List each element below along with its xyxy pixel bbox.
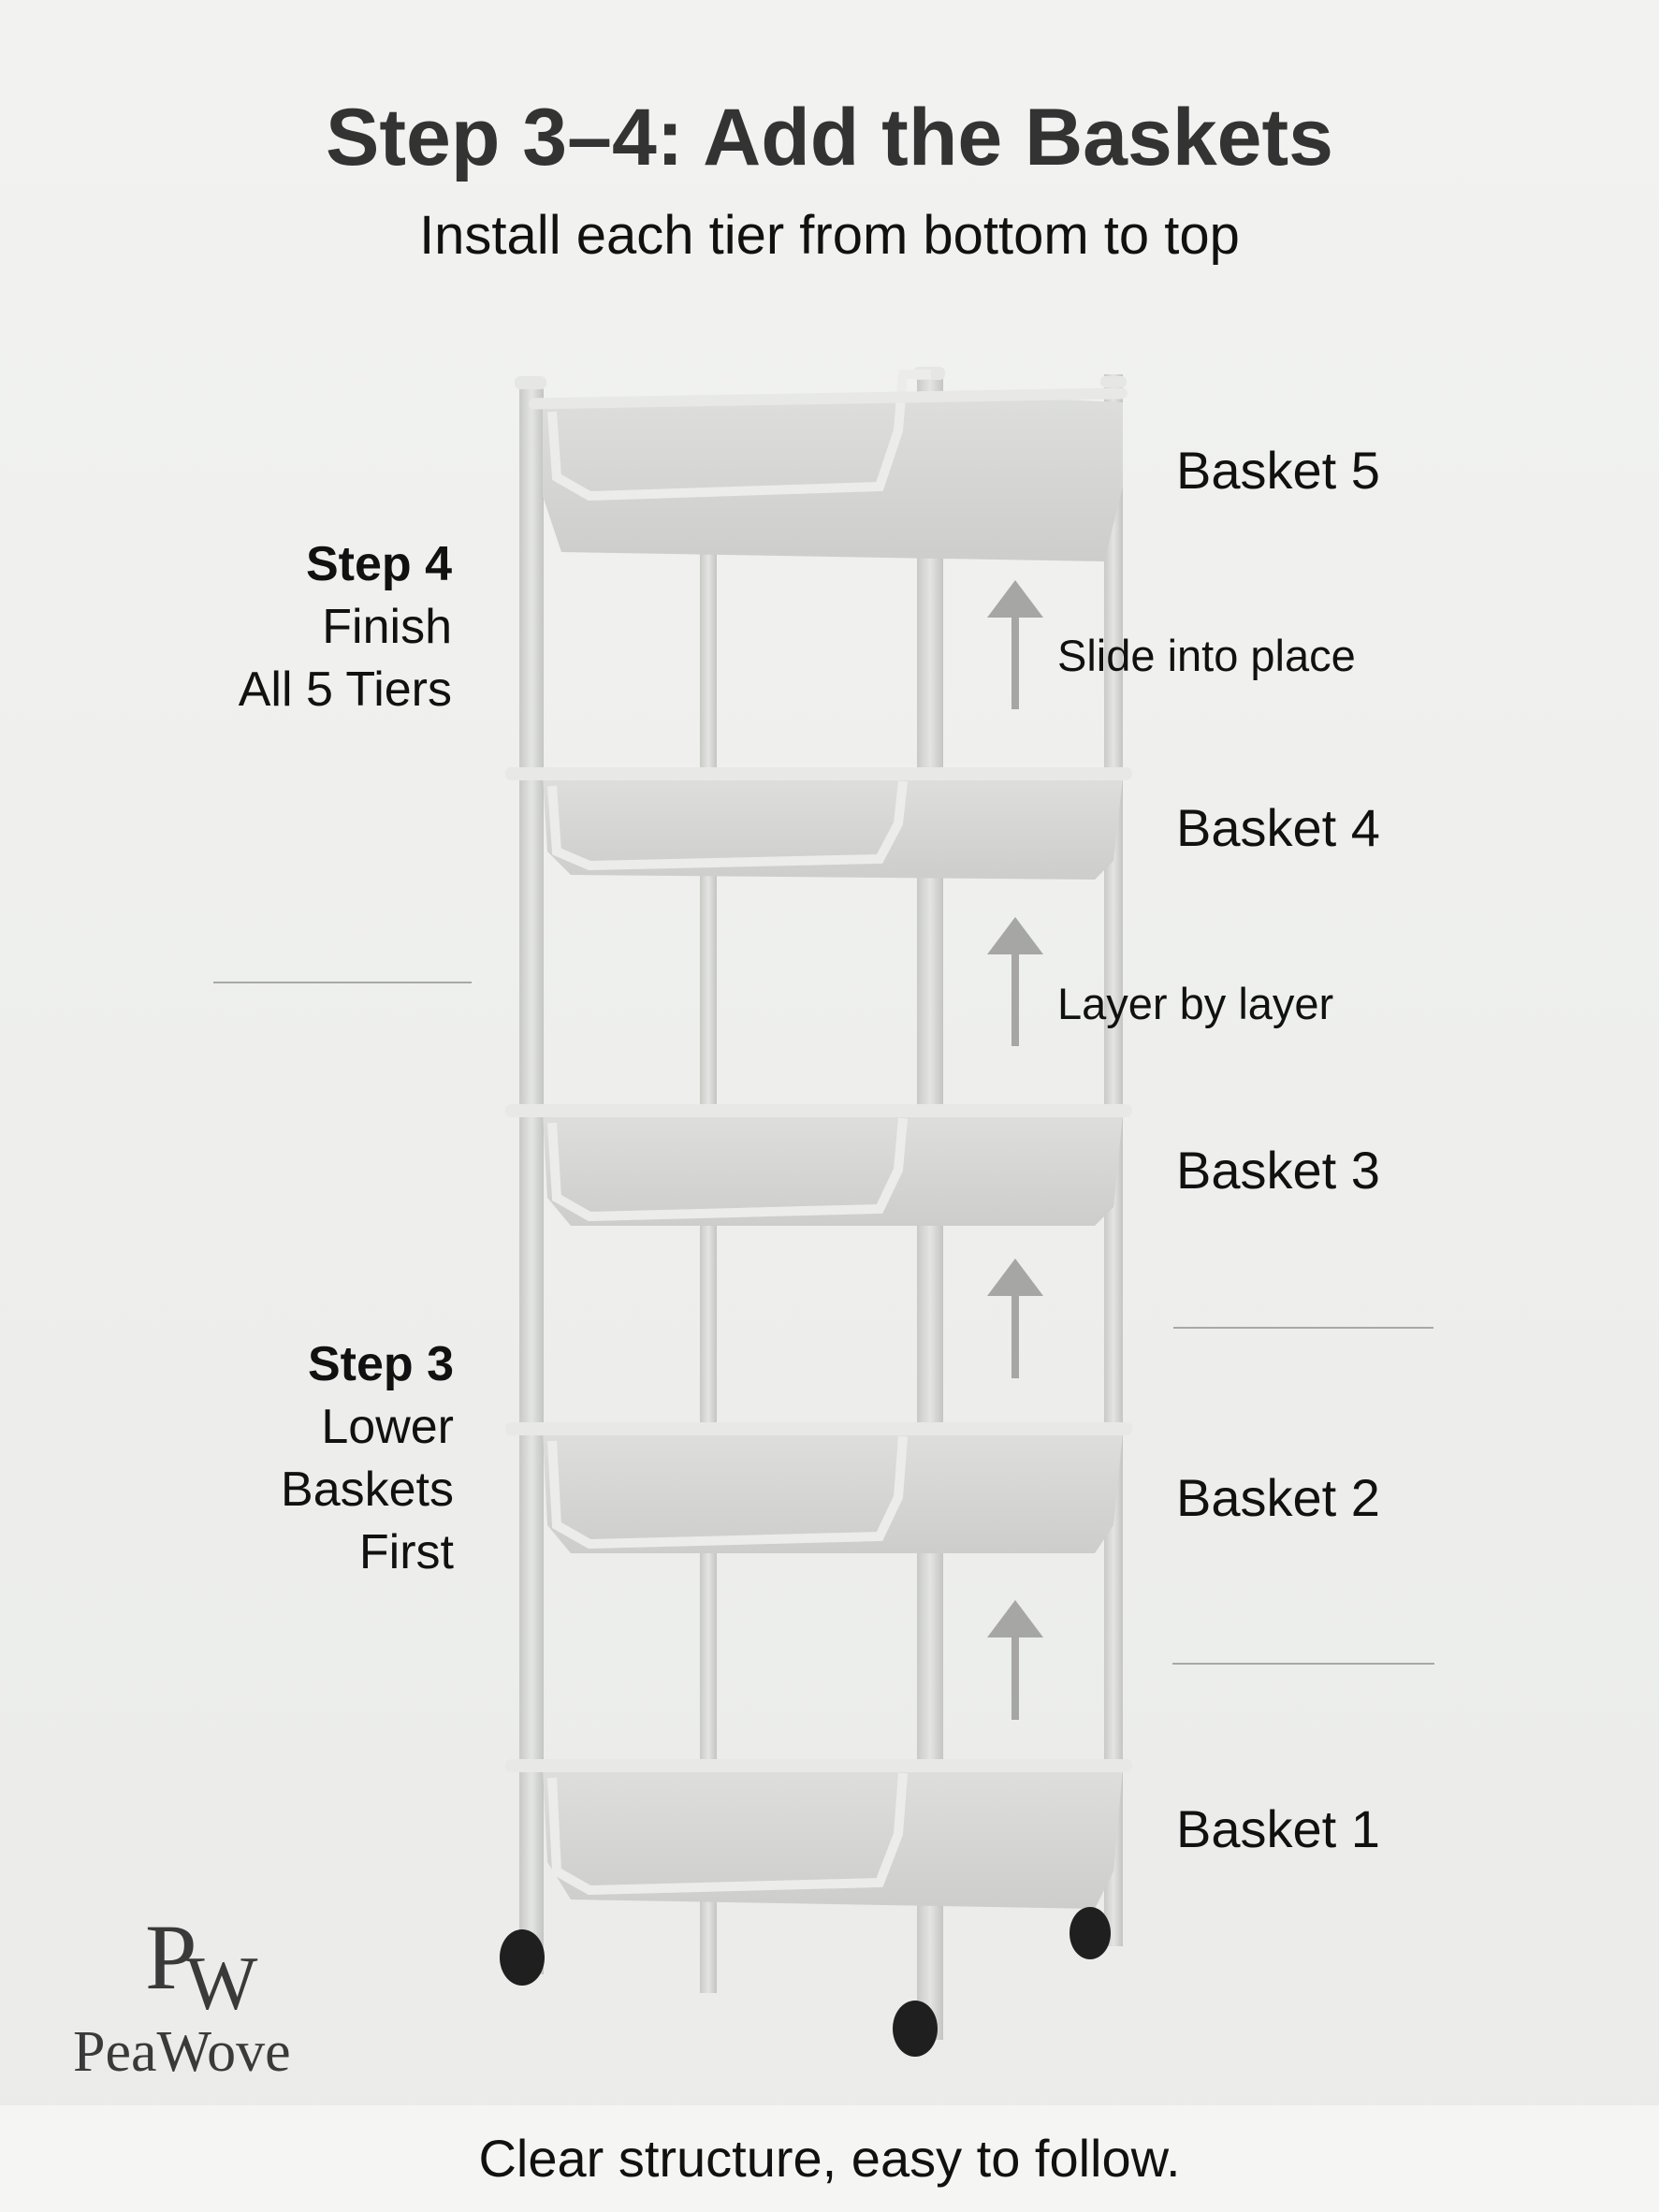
- svg-text:W: W: [185, 1941, 258, 2016]
- left-divider: [213, 982, 472, 983]
- cart-illustration: [468, 337, 1179, 2059]
- basket-5: [529, 370, 1128, 561]
- basket-1: [505, 1759, 1132, 1909]
- step4-line-2: All 5 Tiers: [238, 662, 452, 717]
- step3-heading: Step 3: [307, 1337, 454, 1391]
- wheel-front-left: [500, 1929, 545, 1986]
- svg-text:P: P: [145, 1905, 197, 2009]
- basket-1-label: Basket 1: [1176, 1799, 1380, 1858]
- basket-2-label: Basket 2: [1176, 1468, 1380, 1527]
- step3-line-2: Baskets: [281, 1463, 454, 1517]
- step3-label: Step 3 Lower Baskets First: [281, 1333, 454, 1584]
- brand-monogram: P W: [140, 1904, 271, 2016]
- up-arrows: [987, 580, 1043, 1720]
- page-title: Step 3–4: Add the Baskets: [326, 93, 1333, 182]
- step4-line-1: Finish: [322, 600, 452, 654]
- basket-3: [505, 1104, 1132, 1226]
- step3-line-3: First: [358, 1525, 454, 1579]
- wheel-front-right: [893, 2001, 938, 2057]
- brand-name: PeaWove: [73, 2020, 291, 2084]
- footer-tagline: Clear structure, easy to follow.: [0, 2105, 1659, 2212]
- basket-5-label: Basket 5: [1176, 441, 1380, 500]
- basket-4: [505, 767, 1132, 880]
- step4-heading: Step 4: [305, 537, 452, 591]
- right-divider-1: [1173, 1327, 1433, 1329]
- step4-label: Step 4 Finish All 5 Tiers: [239, 533, 452, 721]
- step3-line-1: Lower: [321, 1400, 454, 1454]
- basket-3-label: Basket 3: [1176, 1141, 1380, 1200]
- pw-monogram-icon: P W: [145, 1905, 258, 2016]
- wheel-back-right: [1070, 1907, 1111, 1959]
- rolling-cart-graphic: [500, 367, 1132, 2057]
- hint-layer-by-layer: Layer by layer: [1057, 979, 1334, 1028]
- hint-slide-into-place: Slide into place: [1057, 631, 1356, 680]
- page-subtitle: Install each tier from bottom to top: [419, 205, 1240, 266]
- basket-4-label: Basket 4: [1176, 798, 1380, 857]
- right-divider-2: [1172, 1663, 1434, 1665]
- basket-2: [505, 1422, 1132, 1553]
